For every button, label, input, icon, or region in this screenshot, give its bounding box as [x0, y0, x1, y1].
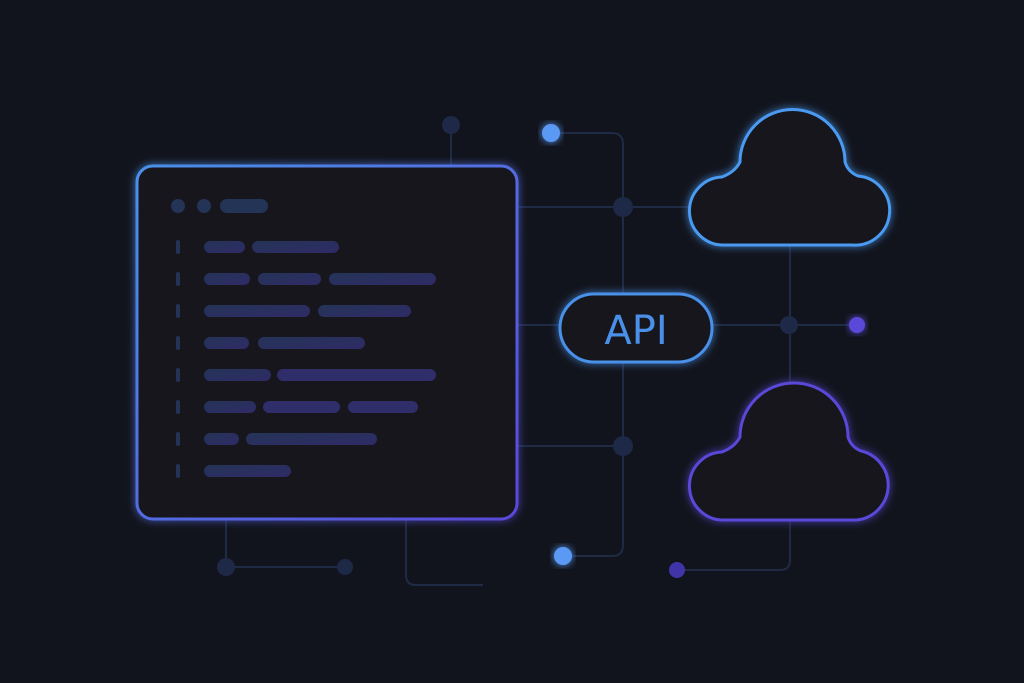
- nodes: [217, 116, 865, 578]
- cloud-icon: [688, 108, 892, 247]
- gutter-mark: [176, 400, 180, 414]
- window-dot-icon: [171, 199, 185, 213]
- code-bar: [204, 273, 250, 285]
- code-bar: [204, 401, 256, 413]
- window-dot-icon: [197, 199, 211, 213]
- code-bar: [204, 465, 291, 477]
- node-blue: [554, 547, 572, 565]
- api-label: API: [604, 308, 667, 354]
- api-badge: API: [558, 292, 714, 364]
- gutter-mark: [176, 336, 180, 350]
- node-purple: [849, 317, 865, 333]
- code-bar: [204, 337, 249, 349]
- code-bar: [318, 305, 411, 317]
- code-bar: [246, 433, 377, 445]
- code-bar: [204, 305, 310, 317]
- node: [613, 197, 633, 217]
- gutter-mark: [176, 272, 180, 286]
- gutter-mark: [176, 432, 180, 446]
- node: [780, 316, 798, 334]
- node: [442, 116, 460, 134]
- gutter-mark: [176, 240, 180, 254]
- gutter-mark: [176, 464, 180, 478]
- gutter-mark: [176, 304, 180, 318]
- code-lines: [176, 240, 436, 478]
- code-bar: [258, 337, 365, 349]
- node-blue: [542, 124, 560, 142]
- gutter-mark: [176, 368, 180, 382]
- window-title-bar: [220, 199, 268, 213]
- code-bar: [277, 369, 436, 381]
- code-bar: [263, 401, 340, 413]
- node: [337, 559, 353, 575]
- code-bar: [258, 273, 321, 285]
- code-window: [135, 164, 519, 521]
- code-bar: [252, 241, 339, 253]
- node-purple: [669, 562, 685, 578]
- node: [613, 436, 633, 456]
- node: [217, 558, 235, 576]
- code-bar: [204, 241, 245, 253]
- cloud-icon: [688, 381, 890, 522]
- code-bar: [204, 369, 271, 381]
- code-bar: [204, 433, 239, 445]
- code-bar: [348, 401, 418, 413]
- code-bar: [329, 273, 436, 285]
